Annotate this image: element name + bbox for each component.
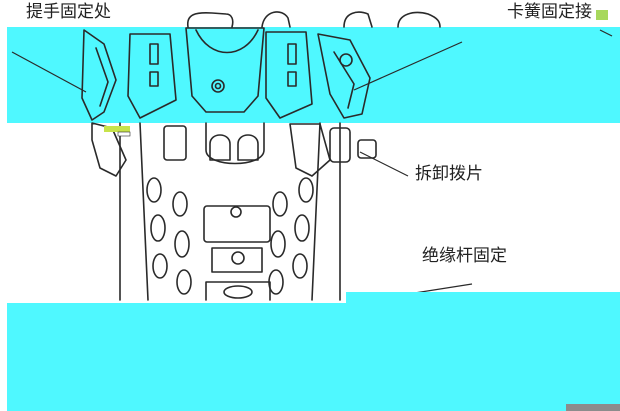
release-lever-tip (357, 139, 377, 159)
left-slot-2 (149, 71, 159, 87)
holes-left-column (146, 177, 192, 295)
center-panel (185, 27, 265, 113)
bracket-right-lower (289, 123, 331, 177)
right-arm-bolt (339, 53, 353, 67)
body-left-edge (139, 122, 149, 301)
right-arm (317, 33, 371, 119)
leader-handle (11, 51, 87, 93)
release-lever-shape (329, 127, 351, 163)
center-bolt-inner (214, 82, 222, 90)
right-plate (265, 31, 313, 119)
leader-spring-inner (353, 41, 463, 91)
cyan-band-top (7, 27, 620, 123)
top-hook-left (187, 11, 234, 28)
holes-right-column (268, 177, 314, 295)
left-plate (127, 33, 177, 119)
clamp-lower-frame (205, 281, 271, 301)
label-release-lever: 拆卸拨片 (413, 164, 485, 184)
front-cutout-right (237, 134, 259, 161)
label-rod-fixing: 绝缘杆固定 (420, 246, 509, 266)
artifact-mark-left-2 (117, 131, 131, 137)
top-hook-right2 (397, 11, 441, 28)
clamp-bolt-lower (231, 251, 245, 265)
right-slot-2 (287, 71, 297, 87)
cyan-band-bottom-step (346, 292, 620, 304)
artifact-mark-right (596, 10, 608, 20)
body-right-edge (311, 122, 321, 301)
cyan-band-bottom (7, 303, 620, 411)
leader-spring (599, 29, 613, 37)
left-arm-inner (95, 47, 109, 107)
gray-corner-strip (566, 404, 620, 411)
left-arm (81, 29, 117, 121)
body-outline (119, 122, 341, 301)
center-arc (195, 29, 259, 54)
top-hook-mid (261, 11, 291, 28)
left-slot-1 (149, 43, 159, 65)
center-bolt (211, 79, 225, 93)
top-hook-right1 (343, 11, 373, 28)
artifact-mark-left (104, 126, 130, 132)
right-slot-1 (287, 43, 297, 65)
bracket-left-box (163, 125, 187, 161)
clamp-plate (203, 205, 271, 243)
clamp-bolt-top (230, 206, 242, 218)
front-cutout-left (209, 134, 231, 161)
label-handle-fixing: 提手固定处 (24, 2, 113, 22)
device-drawing (81, 11, 441, 301)
leader-lever (359, 151, 409, 177)
front-panel-top (205, 122, 265, 165)
clamp-lower-slot (223, 285, 253, 299)
label-spring-fixing: 卡簧固定接 (505, 2, 594, 22)
clamp-body (211, 247, 263, 273)
